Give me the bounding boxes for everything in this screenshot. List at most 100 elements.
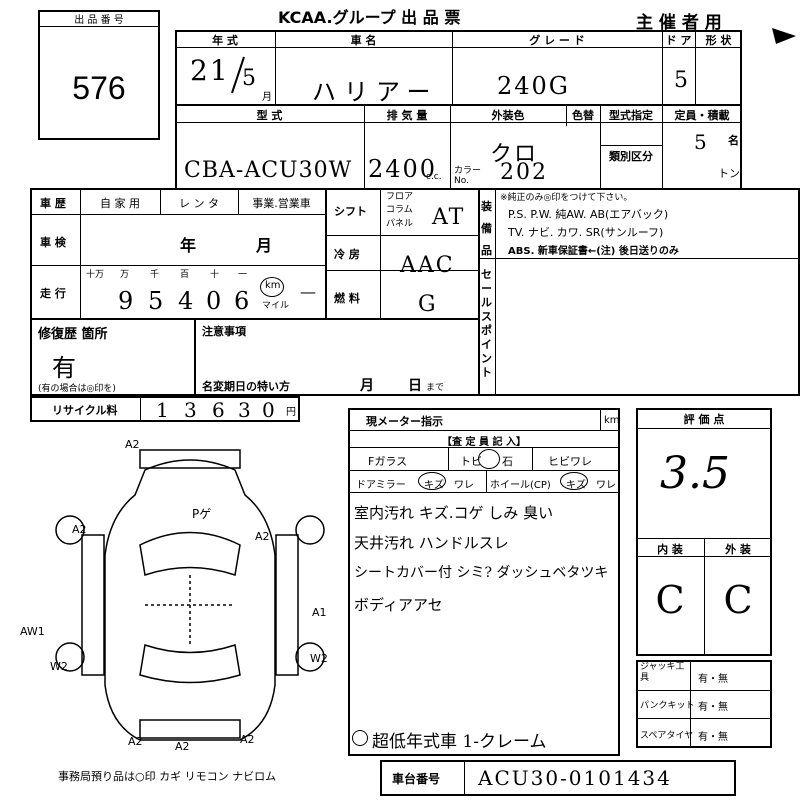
- shift-floor[interactable]: フロア: [386, 192, 414, 202]
- history-rental[interactable]: レ ン タ: [179, 197, 219, 210]
- equipment-line1: P.S. P.W. 純AW. AB(エアバック): [508, 208, 669, 221]
- mirror-label: ドアミラー: [356, 480, 406, 491]
- chassis-box: [380, 760, 736, 796]
- history-business[interactable]: 事業.営業車: [252, 197, 311, 210]
- damage-mark: A2: [255, 530, 270, 543]
- history-private[interactable]: 自 家 用: [100, 197, 140, 210]
- mirror-crack[interactable]: ワレ: [454, 480, 474, 491]
- lot-box: [38, 10, 160, 140]
- year-label: 年 式: [212, 34, 238, 47]
- month-value: 5: [242, 66, 258, 91]
- capacity-label: 定員・積載: [674, 109, 730, 122]
- puncture-value[interactable]: 有・無: [698, 702, 728, 713]
- grade-value: 240G: [497, 72, 570, 100]
- comment-line: シートカバー付 シミ? ダッシュベタツキ: [354, 565, 609, 581]
- organizer-label: 主 催 者 用: [636, 13, 722, 33]
- color-value: クロ: [490, 142, 539, 167]
- shift-column[interactable]: コラム: [386, 205, 413, 215]
- shift-panel[interactable]: パネル: [386, 219, 414, 229]
- due-day: 日: [408, 378, 422, 394]
- shift-value: AT: [432, 205, 466, 230]
- comment-line: 室内汚れ キズ.コゲ しみ 臭い: [354, 504, 554, 522]
- tools-box: [636, 660, 772, 748]
- equipment-line3: ABS. 新車保証書←(注) 後日送りのみ: [508, 246, 679, 257]
- comment-line: ボディアアセ: [354, 596, 443, 614]
- damage-mark: A2: [240, 733, 255, 746]
- doors-label: ド ア: [665, 34, 692, 47]
- shift-label: シフト: [334, 205, 367, 218]
- mirror-scratch-circle: [418, 472, 446, 490]
- mileage-digit: 0: [206, 287, 224, 315]
- due-suffix: まで: [426, 383, 445, 393]
- exterior-grade: C: [723, 578, 753, 622]
- glass-stone[interactable]: 石: [502, 455, 513, 468]
- notes-label: 注意事項: [202, 325, 246, 338]
- form-title: KCAA.グループ 出 品 票: [278, 8, 461, 27]
- puncture-label: パンクキット: [640, 701, 695, 711]
- spare-label: スペアタイヤ: [640, 731, 694, 741]
- interior-grade: C: [655, 578, 685, 622]
- due-label: 名変期日の特い方: [202, 380, 290, 393]
- mileage-digits: 十万 万 千 百 十 一 9 5 4 0 6: [86, 270, 252, 315]
- comment-line: 天井汚れ ハンドルスレ: [354, 534, 509, 552]
- km-circle[interactable]: [260, 277, 284, 297]
- disp-value: 2400: [368, 155, 438, 183]
- disp-label: 排 気 量: [386, 109, 428, 122]
- wheel-label: ホイール(CP): [490, 480, 551, 491]
- repair-note: (有の場合は◎印を): [38, 384, 116, 394]
- ac-value: AAC: [400, 253, 455, 278]
- model-label: 型 式: [256, 109, 283, 122]
- name-label: 車 名: [350, 34, 377, 47]
- disp-unit: c.c.: [426, 172, 442, 182]
- damage-mark: A1: [312, 606, 327, 619]
- recycle-box: [30, 396, 300, 422]
- footnote: 超低年式車 1-クレーム: [372, 732, 547, 752]
- mileage-label: 走 行: [40, 287, 66, 300]
- body-label: 形 状: [705, 34, 732, 47]
- meter-unit: km: [604, 415, 620, 426]
- inspector-label: 【査 定 員 記 入】: [442, 437, 526, 448]
- condition-table: [30, 188, 800, 396]
- damage-mark: A2: [128, 735, 143, 748]
- repair-label: 修復歴 箇所: [38, 327, 108, 342]
- repair-value: 有: [52, 354, 76, 382]
- car-diagram[interactable]: [40, 435, 340, 765]
- score-label: 評 価 点: [683, 413, 725, 426]
- inspection-label: 車 検: [40, 236, 66, 249]
- type-spec-label: 型式指定: [609, 109, 653, 122]
- equipment-note: ※純正のみ◎印をつけて下さい。: [500, 193, 633, 203]
- mile-mark: —: [300, 282, 316, 301]
- fuel-label: 燃 料: [334, 292, 360, 305]
- year-value: 21: [190, 54, 230, 87]
- capacity-value: 5: [694, 130, 709, 154]
- wheel-crack[interactable]: ワレ: [596, 480, 616, 491]
- damage-mark: A2: [72, 523, 87, 536]
- lot-label: 出 品 番 号: [74, 15, 124, 26]
- inspection-month: 月: [256, 236, 273, 255]
- mileage-digit: 6: [234, 287, 252, 315]
- exterior-label: 外 装: [725, 543, 751, 556]
- repaint-label: 色替: [572, 109, 594, 122]
- glass-chip[interactable]: トビ: [460, 455, 482, 468]
- model-value: CBA-ACU30W: [184, 158, 353, 183]
- recycle-digits: 1 3 6 3 0 円: [156, 398, 296, 422]
- month-unit: 月: [262, 92, 272, 103]
- lot-number: 576: [72, 70, 126, 106]
- fuel-value: G: [418, 292, 438, 317]
- mileage-digit: 5: [148, 287, 166, 315]
- interior-label: 内 装: [657, 543, 683, 556]
- chassis-value: ACU30-0101434: [478, 766, 672, 790]
- glass-chip-circle: [478, 449, 500, 469]
- glass-crack[interactable]: ヒビワレ: [548, 455, 592, 468]
- due-month: 月: [360, 378, 374, 394]
- km-label: km: [265, 280, 281, 291]
- car-name: ハリアー: [312, 78, 439, 106]
- damage-mark: W2: [50, 660, 68, 673]
- capacity-unit: 名: [728, 134, 739, 147]
- doors-value: 5: [674, 68, 690, 93]
- mile-label: マイル: [262, 301, 290, 311]
- damage-mark: Pゲ: [192, 507, 212, 521]
- jack-value[interactable]: 有・無: [698, 674, 728, 685]
- inspection-year: 年: [180, 236, 197, 255]
- spare-value[interactable]: 有・無: [698, 732, 728, 743]
